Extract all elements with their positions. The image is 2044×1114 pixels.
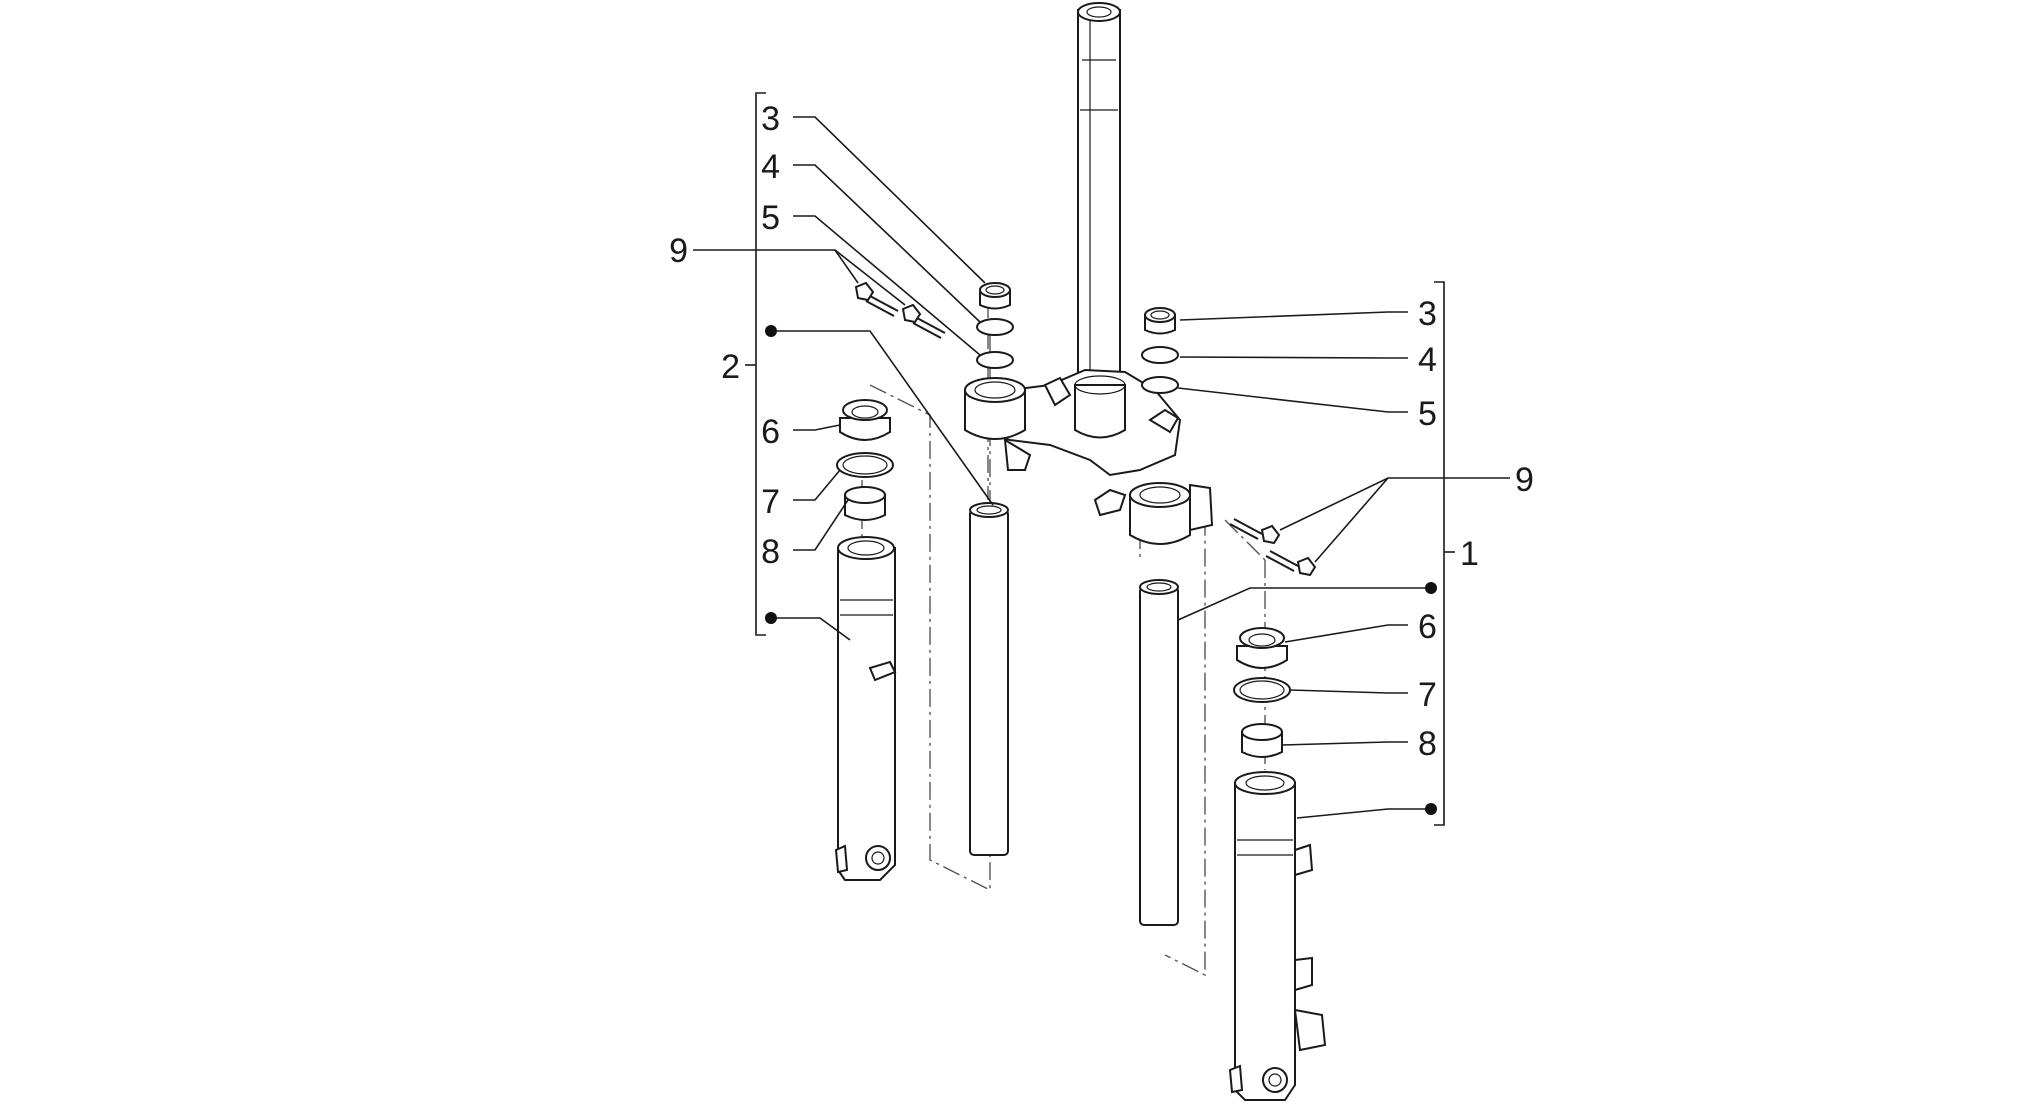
reference-dot [1425, 803, 1437, 815]
reference-dot [765, 612, 777, 624]
callout-right-bushing: 8 [1418, 725, 1437, 763]
right-fork-leg-assembly [1139, 307, 1327, 1101]
callout-right-bolts: 9 [1515, 461, 1534, 499]
group-bracket-right [1425, 281, 1455, 826]
callout-left-bolts: 9 [669, 232, 688, 270]
callout-right-group: 1 [1460, 535, 1479, 573]
callout-left-ring-lower: 5 [761, 199, 780, 237]
callout-left-cap: 3 [761, 100, 780, 138]
callout-right-cap: 3 [1418, 295, 1437, 333]
callout-right-ring-lower: 5 [1418, 395, 1437, 433]
reference-dot [765, 325, 777, 337]
reference-dot [1425, 582, 1437, 594]
callout-left-group: 2 [721, 348, 740, 386]
leader-lines [693, 116, 1510, 819]
callout-left-dust-seal: 6 [761, 413, 780, 451]
callout-right-ring-upper: 4 [1418, 341, 1437, 379]
callout-right-oring: 7 [1418, 676, 1437, 714]
callout-right-dust-seal: 6 [1418, 608, 1437, 646]
callout-left-bushing: 8 [761, 533, 780, 571]
callout-left-oring: 7 [761, 483, 780, 521]
left-fork-leg-assembly [834, 281, 1014, 881]
steering-stem [964, 2, 1214, 545]
group-bracket-left [745, 92, 777, 636]
callout-left-ring-upper: 4 [761, 148, 780, 186]
callout-labels: 3 4 5 9 2 6 7 8 3 4 5 9 1 6 7 8 [669, 100, 1534, 763]
